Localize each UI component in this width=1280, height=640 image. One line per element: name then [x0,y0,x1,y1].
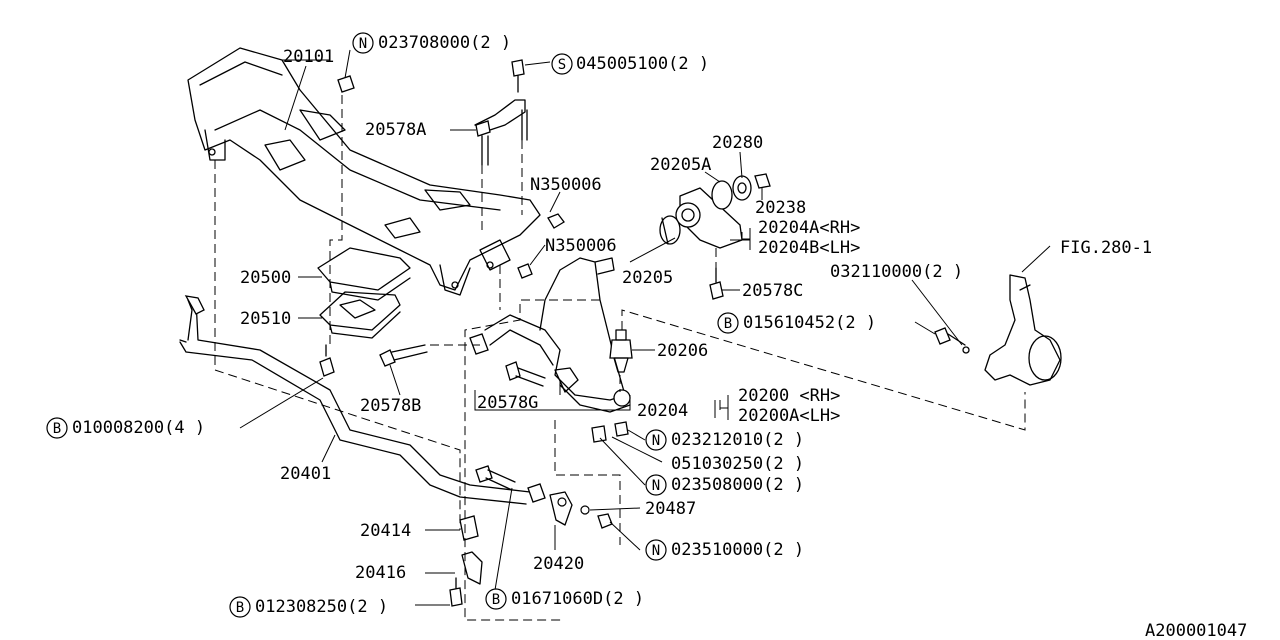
label-045005100: 045005100(2 ) [576,54,709,74]
label-20205a: 20205A [650,155,711,175]
label-20414: 20414 [360,521,411,541]
top-fasteners [337,59,528,166]
label-20416: 20416 [355,563,406,583]
label-20510: 20510 [240,309,291,329]
label-010008200: 010008200(4 ) [72,418,205,438]
label-20205: 20205 [622,268,673,288]
reference-lines [214,95,1026,621]
marker-n: N [359,36,367,52]
bolt-20578b [379,344,428,367]
marker-n: N [652,543,660,559]
label-032110000: 032110000(2 ) [830,262,963,282]
label-20204: 20204 [637,401,688,421]
label-023508000: 023508000(2 ) [671,475,804,495]
n350006-nuts [517,213,565,279]
label-20204b: 20204B<LH> [758,238,860,258]
bushing-housing [659,173,771,300]
label-20578g: 20578G [477,393,538,413]
ball-joint [609,329,633,373]
label-20200: 20200 <RH> [738,386,840,406]
marker-b: B [492,592,500,608]
circle-markers: N S B B N N N B B [46,32,739,618]
crossmember-drawing [187,47,541,296]
label-015610452: 015610452(2 ) [743,313,876,333]
label-20206: 20206 [657,341,708,361]
part-labels: 20101 023708000(2 ) 045005100(2 ) 20578A… [72,33,1247,640]
label-n350006-b: N350006 [545,236,617,256]
label-fig280: FIG.280-1 [1060,238,1152,258]
label-20578c: 20578C [742,281,803,301]
label-023708000: 023708000(2 ) [378,33,511,53]
marker-n: N [652,478,660,494]
label-20101: 20101 [283,47,334,67]
label-20578a: 20578A [365,120,426,140]
label-01671060d: 01671060D(2 ) [511,589,644,609]
knuckle [934,274,1062,386]
lower-arm-nuts [591,421,629,443]
marker-b: B [724,316,732,332]
label-20204a: 20204A<RH> [758,218,860,238]
stabilizer-link [475,465,613,529]
marker-b: B [53,421,61,437]
label-051030250: 051030250(2 ) [671,454,804,474]
label-20280: 20280 [712,133,763,153]
label-20487: 20487 [645,499,696,519]
label-n350006-a: N350006 [530,175,602,195]
label-023212010: 023212010(2 ) [671,430,804,450]
support-plates [317,247,411,339]
lower-arm [469,257,631,413]
bolt-010008200 [319,344,335,377]
label-20401: 20401 [280,464,331,484]
label-20578b: 20578B [360,396,421,416]
figure-id: A200001047 [1145,621,1247,640]
label-20238: 20238 [755,198,806,218]
label-012308250: 012308250(2 ) [255,597,388,617]
marker-b: B [236,600,244,616]
marker-s: S [558,57,566,73]
label-20420: 20420 [533,554,584,574]
leader-lines [239,49,1051,606]
stabilizer-bushing [449,515,483,607]
stabilizer-bar [179,295,531,505]
label-023510000: 023510000(2 ) [671,540,804,560]
label-20200a: 20200A<LH> [738,406,840,426]
marker-n: N [652,433,660,449]
label-20500: 20500 [240,268,291,288]
bolt-20578g [505,361,579,393]
